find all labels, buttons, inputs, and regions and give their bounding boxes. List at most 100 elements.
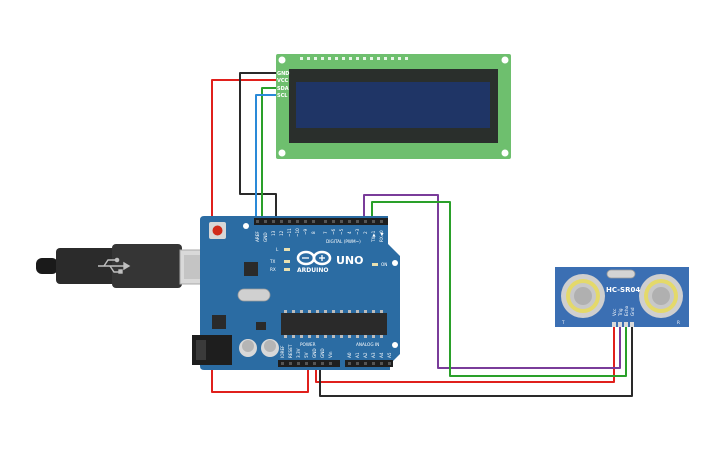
- analog-header: [345, 360, 393, 367]
- digital-header: [254, 218, 388, 225]
- pin-aref-label: AREF: [255, 231, 260, 242]
- led-on-label: ON: [381, 262, 387, 267]
- pin-a5-label: A5: [387, 352, 392, 358]
- sensor-pin-echo-label: Echo: [624, 305, 629, 316]
- lcd-mount-hole-bl: [278, 149, 286, 157]
- sensor-pin-trig-label: Trig: [618, 308, 623, 317]
- sensor-corner-right: R: [677, 320, 680, 325]
- sensor-model-text: HC-SR04: [606, 286, 640, 294]
- power-pin-labels: IOREF RESET 3.3V 5V GND GND Vin: [280, 344, 333, 358]
- lcd-mount-hole-tr: [501, 56, 509, 64]
- pin-a2-label: A2: [363, 352, 368, 358]
- digital-header-pins[interactable]: [256, 220, 383, 223]
- pin-11-label: ~11: [287, 228, 292, 237]
- atmega-chip: [281, 313, 387, 335]
- pin-4-label: 4: [347, 231, 352, 234]
- lcd-pin-sda-label: SDA: [277, 86, 289, 92]
- led-rx: [284, 268, 290, 271]
- wire-blue-lcd-scl[interactable]: [255, 94, 279, 223]
- pin-5v-label: 5V: [304, 352, 309, 358]
- lcd-pin-gnd-label: GND: [277, 71, 289, 77]
- lcd-mount-hole-tl: [278, 56, 286, 64]
- analog-section-label: ANALOG IN: [356, 342, 379, 347]
- regulator-chip: [212, 315, 226, 329]
- sensor-pin-gnd-label: Gnd: [630, 307, 635, 316]
- wire-green-echo[interactable]: [371, 201, 627, 377]
- pin-a1-label: A1: [355, 352, 360, 358]
- led-tx: [284, 260, 290, 263]
- pin-gnd1-label: GND: [312, 348, 317, 358]
- pin-2-label: 2: [363, 231, 368, 234]
- pin-a3-label: A3: [371, 352, 376, 358]
- sensor-pins[interactable]: [612, 322, 634, 327]
- arduino-model-text: UNO: [336, 254, 364, 267]
- usb-plug-body: [56, 248, 118, 284]
- usb-chip: [244, 262, 258, 276]
- led-tx-label: TX: [269, 259, 276, 264]
- wire-green-lcd-sda[interactable]: [261, 87, 279, 223]
- led-l-label: L: [276, 247, 279, 252]
- pin-a0-label: A0: [347, 352, 352, 358]
- led-rx-label: RX: [270, 267, 276, 272]
- pin-12-label: 12: [279, 230, 284, 236]
- usb-cable-strain: [36, 258, 58, 274]
- power-header: [278, 360, 340, 367]
- crystal-oscillator: [237, 288, 271, 302]
- led-on: [372, 263, 378, 266]
- digital-section-label: DIGITAL (PWM~): [326, 239, 361, 244]
- atmega-pins-top: [284, 310, 383, 313]
- pin-8-label: 8: [311, 231, 316, 234]
- pin-a4-label: A4: [379, 352, 384, 358]
- reset-button-cap[interactable]: [212, 225, 223, 236]
- pin-3v3-label: 3.3V: [296, 348, 301, 358]
- pin-13-label: 13: [271, 230, 276, 236]
- pin-vin-label: Vin: [328, 351, 333, 358]
- power-header-pins[interactable]: [281, 362, 332, 365]
- lcd-pin-scl-label: SCL: [277, 93, 288, 99]
- usb-plug-grip: [112, 244, 182, 288]
- pin-10-label: ~10: [295, 228, 300, 237]
- lcd-module[interactable]: GND VCC SDA SCL: [276, 54, 511, 159]
- pin-3-label: ~3: [355, 228, 360, 235]
- pin-1-label: TX▶1: [371, 230, 376, 243]
- wire-black-sensor-gnd[interactable]: [319, 325, 633, 397]
- lcd-top-header: [300, 57, 408, 60]
- wire-red-sensor-vcc[interactable]: [315, 325, 615, 383]
- sensor-crystal: [606, 269, 636, 279]
- pin-9-label: ~9: [303, 228, 308, 235]
- power-section-label: POWER: [300, 342, 316, 347]
- pin-7-label: 7: [323, 231, 328, 234]
- pin-5-label: ~5: [339, 228, 344, 235]
- pin-0-label: RX◀0: [379, 230, 384, 242]
- pin-6-label: ~6: [331, 228, 336, 235]
- pin-reset-label: RESET: [288, 344, 293, 358]
- arduino-brand-text: ARDUINO: [297, 267, 328, 274]
- wire-purple-trig[interactable]: [363, 194, 621, 369]
- atmega-pins-bottom: [284, 335, 383, 338]
- wire-black-lcd-gnd[interactable]: [239, 72, 279, 223]
- wire-red-lcd-vcc[interactable]: [211, 79, 309, 393]
- arduino-mount-hole: [392, 342, 398, 348]
- arduino-uno-board[interactable]: L TX RX ON ARDUINO UNO AREF: [192, 216, 400, 370]
- ultrasonic-sensor[interactable]: HC-SR04 T R Vcc Trig Echo Gnd: [555, 267, 689, 327]
- pin-gnd2-label: GND: [320, 348, 325, 358]
- lcd-pin-labels: GND VCC SDA SCL: [277, 71, 289, 99]
- usb-icon: [98, 257, 131, 274]
- pin-ioref-label: IOREF: [280, 345, 285, 358]
- arduino-mount-hole: [392, 260, 398, 266]
- lcd-screen: [296, 82, 490, 128]
- lcd-pin-vcc-label: VCC: [277, 78, 289, 84]
- led-l: [284, 248, 290, 251]
- analog-header-pins[interactable]: [348, 362, 391, 365]
- lcd-mount-hole-br: [501, 149, 509, 157]
- digital-pin-labels: AREF GND 13 12 ~11 ~10 ~9 8 7 ~6 ~5 4 ~3…: [255, 228, 384, 243]
- wires: [211, 72, 633, 397]
- pin-gnd-label: GND: [263, 232, 268, 242]
- sensor-pin-labels: Vcc Trig Echo Gnd: [612, 305, 635, 317]
- sensor-pin-vcc-label: Vcc: [612, 308, 617, 316]
- analog-pin-labels: A0 A1 A2 A3 A4 A5: [347, 352, 392, 358]
- arduino-mount-hole: [243, 223, 249, 229]
- usb-cable[interactable]: [36, 244, 223, 288]
- arduino-infinity-icon: [296, 250, 332, 266]
